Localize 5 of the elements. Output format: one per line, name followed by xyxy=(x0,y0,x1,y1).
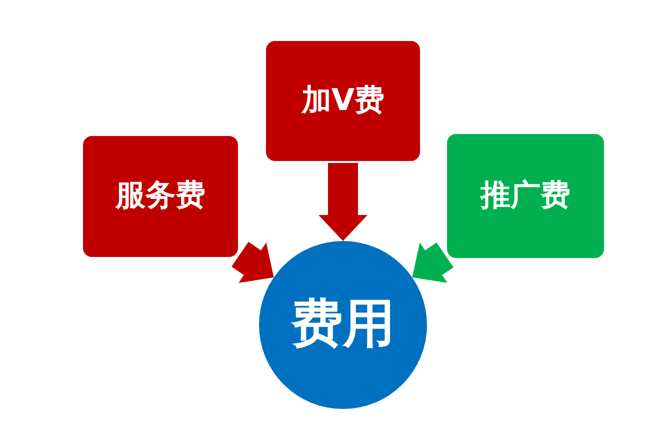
circle-node: 费用 xyxy=(259,241,427,409)
rounded-box: 推广费 xyxy=(445,132,606,260)
arrow xyxy=(318,163,368,241)
rounded-box: 服务费 xyxy=(81,134,240,259)
rounded-box: 加V费 xyxy=(264,39,422,163)
